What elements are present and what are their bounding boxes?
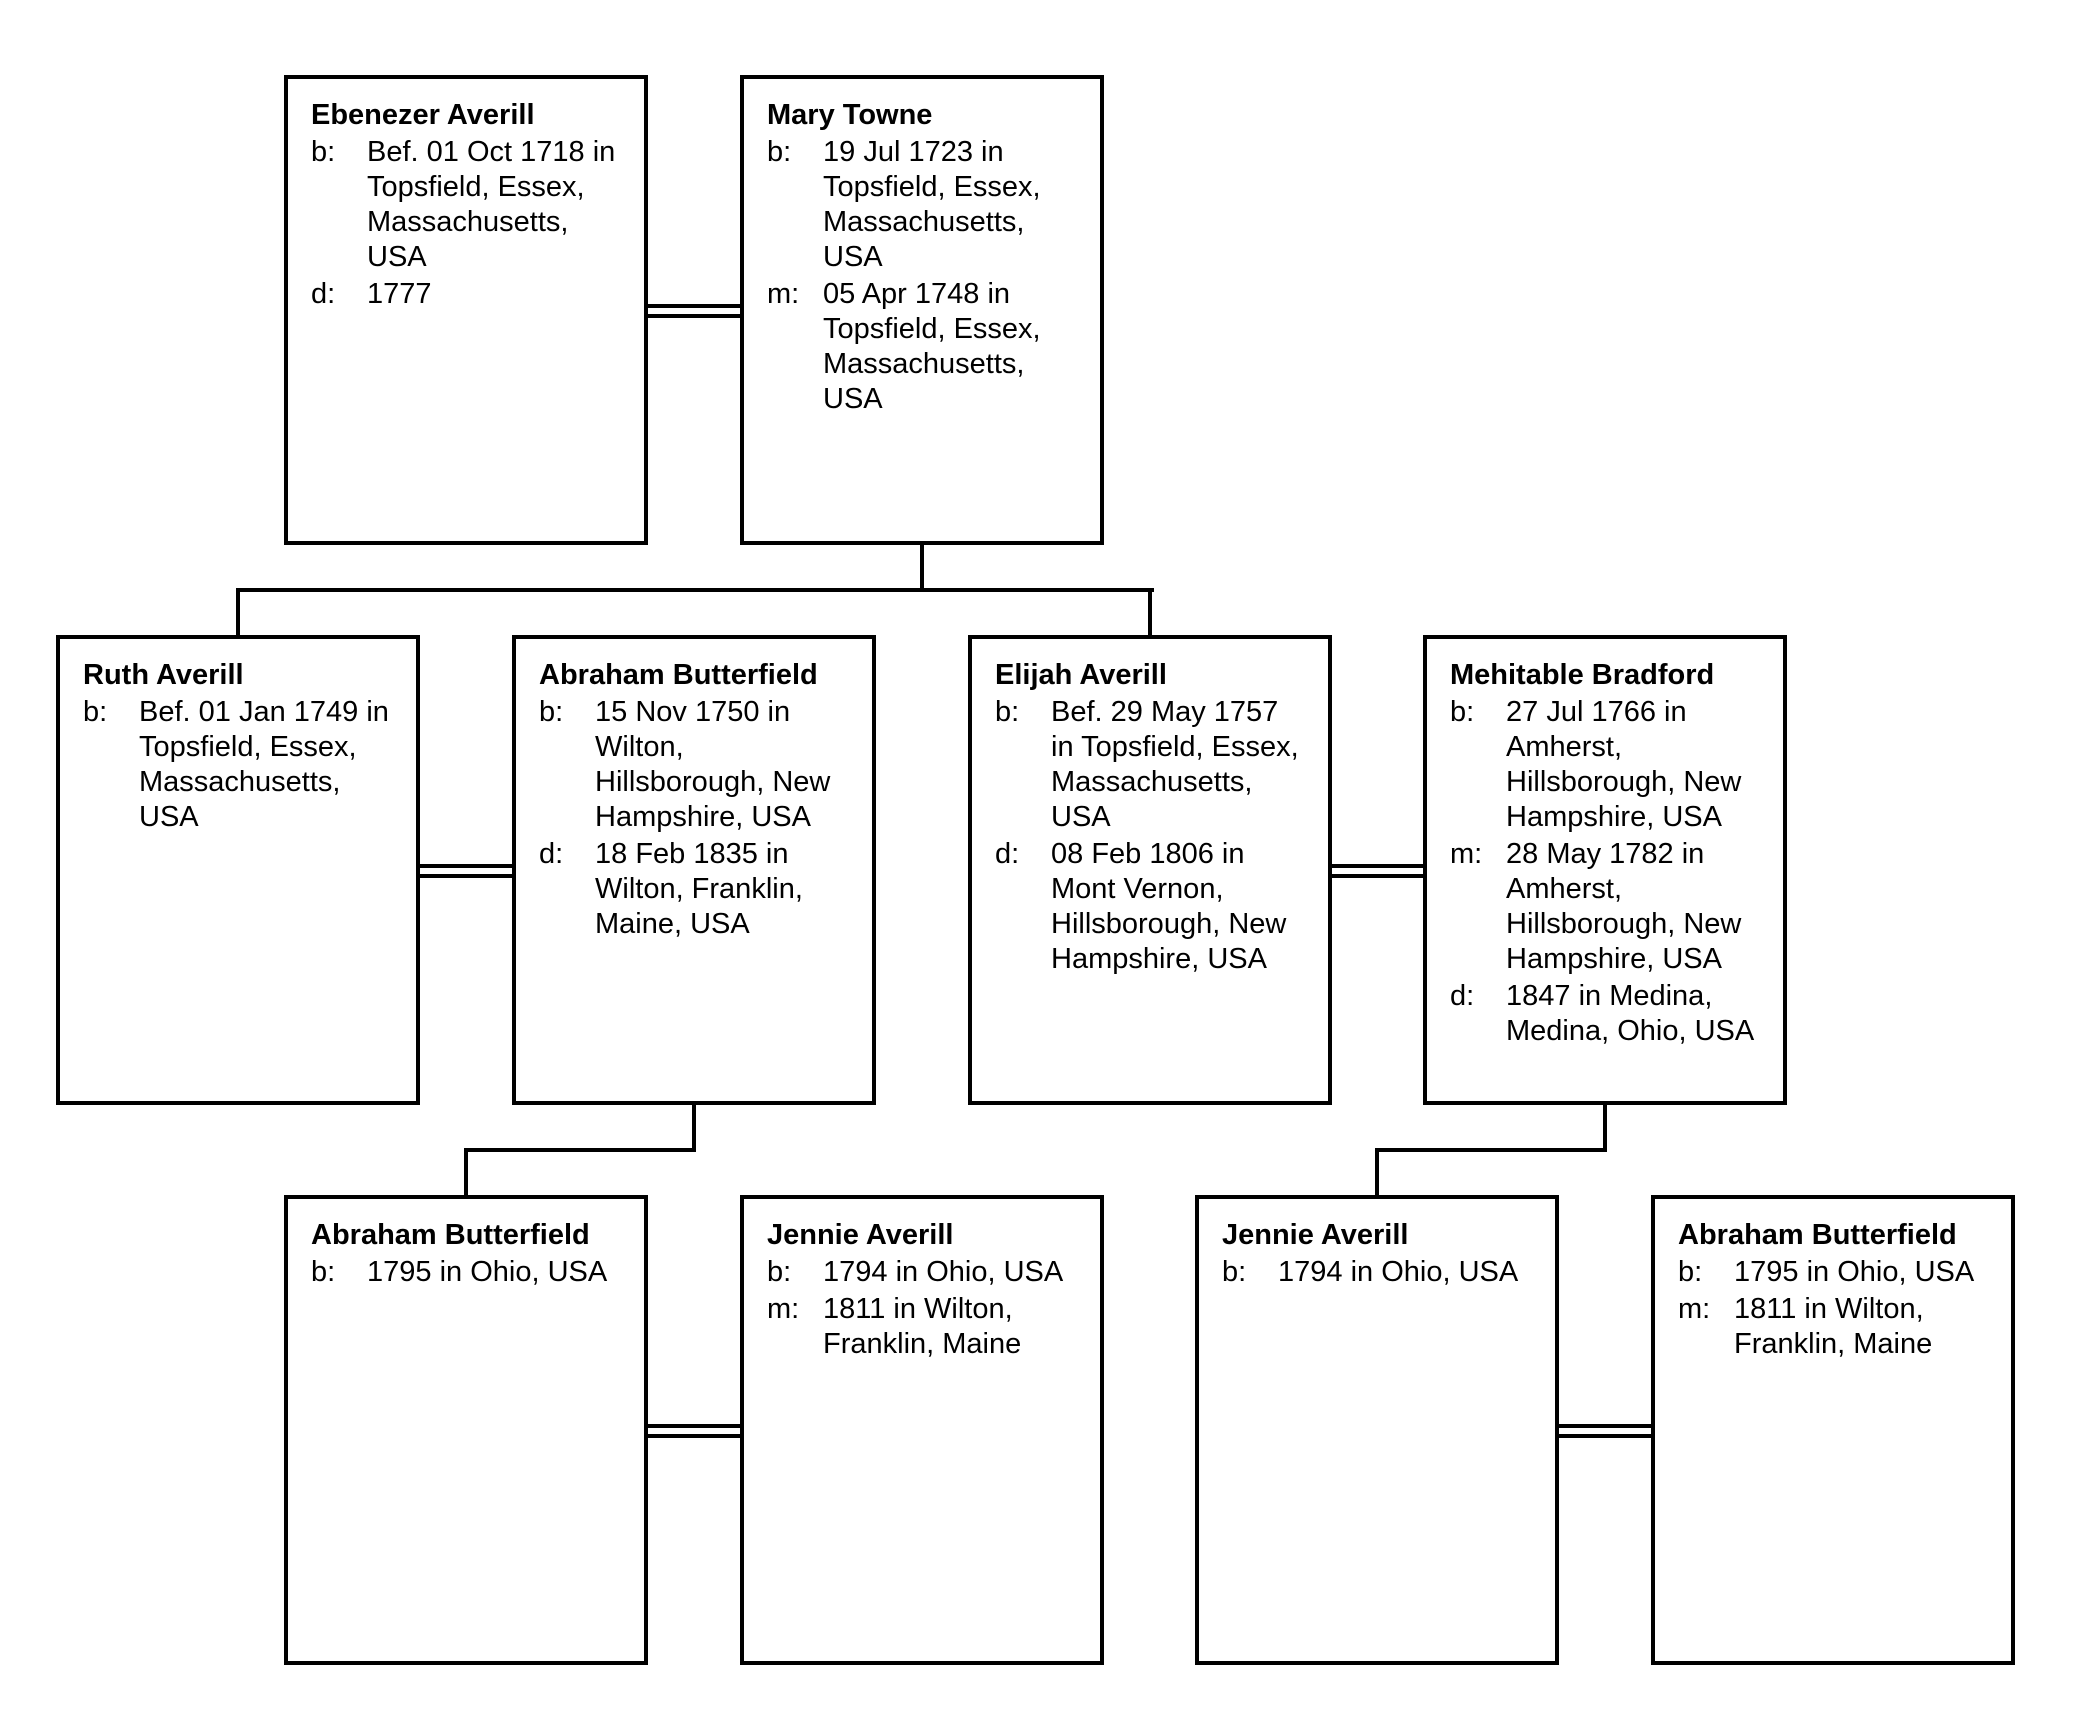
person-box[interactable]: Ruth Averill b: Bef. 01 Jan 1749 in Topsfi… (56, 635, 420, 1105)
event-label: d: (311, 278, 336, 310)
event-text: 27 Jul 1766 in Amherst, Hillsborough, Ne… (1506, 696, 1742, 833)
person-event: m: 1811 in Wilton, Franklin, Maine (1678, 1292, 1991, 1362)
person-event: d: 08 Feb 1806 in Mont Vernon, Hillsborou… (995, 837, 1308, 977)
marriage-line (648, 1434, 740, 1438)
person-box[interactable]: Abraham Butterfield b: 1795 in Ohio, USA (284, 1195, 648, 1665)
event-label: m: (1450, 838, 1483, 870)
person-name: Mehitable Bradford (1450, 659, 1715, 691)
person-name: Elijah Averill (995, 659, 1167, 691)
person-box[interactable]: Mehitable Bradford b: 27 Jul 1766 in Amher… (1423, 635, 1787, 1105)
person-event: d: 18 Feb 1835 in Wilton, Franklin, Maine… (539, 837, 852, 942)
event-label: b: (311, 1256, 336, 1288)
event-label: b: (539, 696, 564, 728)
marriage-line (1559, 1434, 1651, 1438)
person-box[interactable]: Ebenezer Averill b: Bef. 01 Oct 1718 in To… (284, 75, 648, 545)
event-text: 1795 in Ohio, USA (367, 1256, 608, 1288)
marriage-line (648, 314, 740, 318)
descent-line (1375, 1148, 1607, 1152)
descent-line (1603, 1105, 1607, 1150)
person-box[interactable]: Elijah Averill b: Bef. 29 May 1757 in Tops… (968, 635, 1332, 1105)
person-event: b: 19 Jul 1723 in Topsfield, Essex, Massa… (767, 135, 1080, 275)
person-name: Ruth Averill (83, 659, 244, 691)
event-label: m: (767, 1293, 800, 1325)
event-label: b: (311, 136, 336, 168)
descent-line (920, 545, 924, 590)
event-text: Bef. 01 Jan 1749 in Topsfield, Essex, Ma… (139, 696, 389, 833)
event-text: 1847 in Medina, Medina, Ohio, USA (1506, 980, 1755, 1047)
event-text: 1811 in Wilton, Franklin, Maine (1734, 1293, 1933, 1360)
marriage-line (1559, 1424, 1651, 1428)
person-event: b: 1795 in Ohio, USA (1678, 1255, 1991, 1290)
person-box[interactable]: Mary Towne b: 19 Jul 1723 in Topsfield, Es… (740, 75, 1104, 545)
person-event: b: 27 Jul 1766 in Amherst, Hillsborough, … (1450, 695, 1763, 835)
person-box[interactable]: Abraham Butterfield b: 1795 in Ohio, USA m:… (1651, 1195, 2015, 1665)
event-text: 18 Feb 1835 in Wilton, Franklin, Maine, … (595, 838, 803, 940)
descent-line (236, 588, 240, 635)
event-label: b: (1450, 696, 1475, 728)
event-label: b: (1678, 1256, 1703, 1288)
person-name: Mary Towne (767, 99, 933, 131)
person-event: m: 1811 in Wilton, Franklin, Maine (767, 1292, 1080, 1362)
person-event: b: 1795 in Ohio, USA (311, 1255, 624, 1290)
person-box[interactable]: Jennie Averill b: 1794 in Ohio, USA (1195, 1195, 1559, 1665)
event-label: d: (1450, 980, 1475, 1012)
event-text: 1794 in Ohio, USA (823, 1256, 1064, 1288)
person-name: Abraham Butterfield (311, 1219, 590, 1251)
event-label: b: (767, 136, 792, 168)
event-label: b: (83, 696, 108, 728)
event-label: d: (539, 838, 564, 870)
marriage-line (648, 1424, 740, 1428)
event-text: 1794 in Ohio, USA (1278, 1256, 1519, 1288)
person-event: m: 05 Apr 1748 in Topsfield, Essex, Massa… (767, 277, 1080, 417)
person-box[interactable]: Jennie Averill b: 1794 in Ohio, USA m: 1811 … (740, 1195, 1104, 1665)
person-event: b: 15 Nov 1750 in Wilton, Hillsborough, N… (539, 695, 852, 835)
marriage-line (1332, 874, 1423, 878)
person-event: b: Bef. 01 Jan 1749 in Topsfield, Essex, … (83, 695, 396, 835)
event-text: 15 Nov 1750 in Wilton, Hillsborough, New… (595, 696, 831, 833)
person-event: b: Bef. 01 Oct 1718 in Topsfield, Essex, … (311, 135, 624, 275)
descent-line (692, 1105, 696, 1150)
descent-line (236, 588, 1154, 592)
event-text: 1795 in Ohio, USA (1734, 1256, 1975, 1288)
person-event: b: Bef. 29 May 1757 in Topsfield, Essex, … (995, 695, 1308, 835)
person-box[interactable]: Abraham Butterfield b: 15 Nov 1750 in Wilt… (512, 635, 876, 1105)
event-text: 28 May 1782 in Amherst, Hillsborough, Ne… (1506, 838, 1742, 975)
person-name: Jennie Averill (767, 1219, 954, 1251)
person-name: Ebenezer Averill (311, 99, 535, 131)
event-text: Bef. 29 May 1757 in Topsfield, Essex, Ma… (1051, 696, 1299, 833)
event-text: 19 Jul 1723 in Topsfield, Essex, Massach… (823, 136, 1041, 273)
event-text: 05 Apr 1748 in Topsfield, Essex, Massach… (823, 278, 1041, 415)
person-event: b: 1794 in Ohio, USA (767, 1255, 1080, 1290)
marriage-line (420, 874, 512, 878)
person-name: Abraham Butterfield (1678, 1219, 1957, 1251)
descent-line (1148, 588, 1152, 635)
event-label: b: (767, 1256, 792, 1288)
marriage-line (420, 864, 512, 868)
event-text: 1777 (367, 278, 432, 310)
marriage-line (648, 304, 740, 308)
person-event: d: 1777 (311, 277, 624, 312)
event-text: Bef. 01 Oct 1718 in Topsfield, Essex, Ma… (367, 136, 616, 273)
descent-line (1375, 1148, 1379, 1195)
event-text: 1811 in Wilton, Franklin, Maine (823, 1293, 1022, 1360)
marriage-line (1332, 864, 1423, 868)
event-label: m: (767, 278, 800, 310)
event-label: d: (995, 838, 1020, 870)
descent-line (464, 1148, 696, 1152)
event-label: m: (1678, 1293, 1711, 1325)
person-event: m: 28 May 1782 in Amherst, Hillsborough, … (1450, 837, 1763, 977)
event-label: b: (995, 696, 1020, 728)
event-label: b: (1222, 1256, 1247, 1288)
person-event: b: 1794 in Ohio, USA (1222, 1255, 1535, 1290)
descent-line (464, 1148, 468, 1195)
person-name: Jennie Averill (1222, 1219, 1409, 1251)
person-event: d: 1847 in Medina, Medina, Ohio, USA (1450, 979, 1763, 1049)
person-name: Abraham Butterfield (539, 659, 818, 691)
event-text: 08 Feb 1806 in Mont Vernon, Hillsborough… (1051, 838, 1287, 975)
